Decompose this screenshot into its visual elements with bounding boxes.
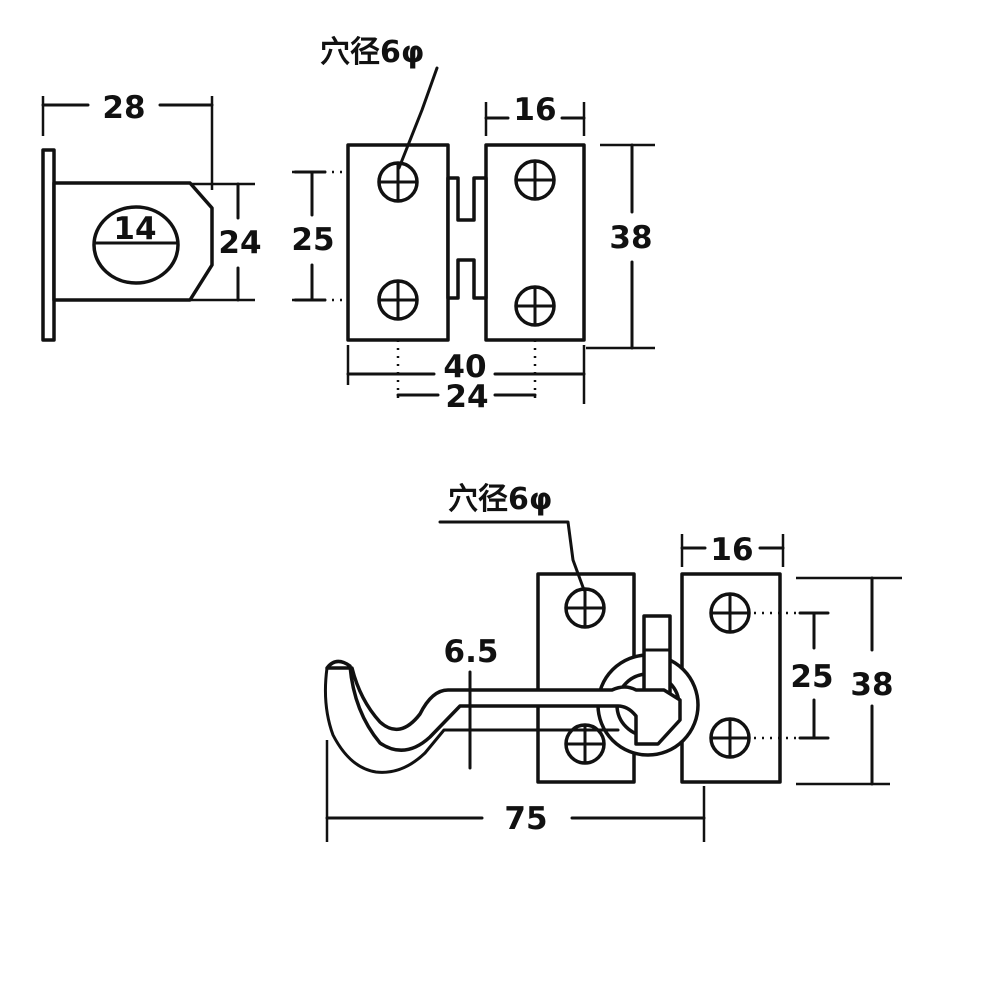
overall-width-label-top: 40	[443, 349, 486, 385]
hole-diameter-note: 穴径6φ	[320, 35, 424, 70]
hole-pitch-label-top: 25	[291, 222, 334, 258]
hole-diameter-note: 穴径6φ	[448, 482, 552, 517]
hinge-link	[446, 176, 488, 300]
hole-pitch-label-bottom: 25	[790, 659, 833, 695]
side-height-label: 24	[218, 225, 261, 261]
plate-height-dimension-top: 38	[586, 143, 655, 350]
hole-pitch-dimension-top: 25	[291, 170, 348, 302]
front-view-bottom	[323, 572, 782, 784]
side-height-dimension: 24	[190, 182, 262, 302]
hook-diameter-label: 6.5	[444, 634, 499, 670]
front-view-top	[346, 143, 586, 342]
plate-height-label-top: 38	[609, 220, 652, 256]
eye-hole	[92, 205, 180, 285]
hook-wire	[325, 659, 682, 752]
hook-diameter-dimension: 6.5	[444, 634, 499, 770]
hole-pitch-dimension-bottom: 25	[730, 611, 834, 740]
bottom-hole-note: 穴径6φ	[438, 482, 586, 592]
screw-hole	[514, 159, 556, 201]
plate-width-label-bottom: 16	[710, 532, 753, 568]
screw-hole	[514, 285, 556, 327]
screw-hole	[377, 279, 419, 321]
side-width-dimension: 28	[41, 90, 214, 190]
side-width-label: 28	[102, 90, 145, 126]
hole-span-label-top: 24	[445, 379, 488, 415]
plate-height-dimension-bottom: 38	[796, 576, 902, 786]
overall-width-dimension-top: 40 24	[346, 340, 586, 415]
plate-height-label-bottom: 38	[850, 667, 893, 703]
hinge-post	[642, 614, 672, 696]
plate-width-dimension-bottom: 16	[680, 532, 785, 568]
plate-width-label-top: 16	[513, 92, 556, 128]
overall-length-dimension-bottom: 75	[325, 740, 706, 842]
screw-hole	[564, 587, 606, 629]
overall-length-label: 75	[504, 801, 547, 837]
eye-side-view: 14	[41, 148, 214, 342]
plate-width-dimension-top: 16	[484, 92, 586, 136]
top-hole-note: 穴径6φ	[320, 35, 439, 170]
ring-diameter-label: 14	[113, 211, 156, 247]
